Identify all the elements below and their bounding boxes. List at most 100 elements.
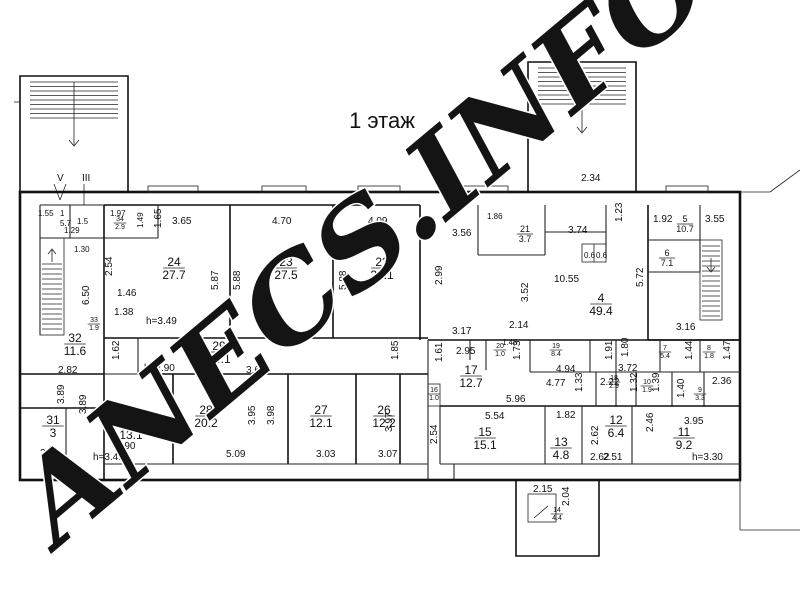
- dimension-label: 2.46: [645, 412, 656, 432]
- stair-bottom: [527, 493, 557, 523]
- dimension-label: 2.54: [429, 424, 440, 444]
- dimension-label: 5.7: [60, 219, 72, 228]
- stair-label-v: V: [57, 173, 64, 184]
- dimension-label: 3.72: [618, 363, 638, 374]
- room-number: 6: [664, 248, 669, 258]
- room-number: 7: [663, 345, 667, 352]
- dimension-label: 2.36: [712, 376, 732, 387]
- height-label: h=3.41: [93, 452, 124, 463]
- dimension-label: 0.6: [596, 251, 608, 260]
- room-number: 10: [643, 379, 651, 386]
- room-number: 15: [478, 425, 492, 439]
- room-number: 34: [116, 216, 124, 223]
- stair-block-left: [14, 75, 129, 192]
- room-area: 1.0: [495, 351, 505, 358]
- dimension-label: 2.15: [533, 484, 553, 495]
- dimension-label: 3.86: [113, 408, 124, 428]
- room-number: 14: [553, 507, 561, 514]
- room-area: 12.1: [309, 416, 333, 430]
- dimension-label: 1.40: [676, 378, 687, 398]
- room-area: 5.4: [660, 353, 670, 360]
- dimension-label: 1.33: [574, 372, 585, 392]
- room-area: 12.2: [372, 416, 396, 430]
- room-area: 1.0: [429, 395, 439, 402]
- dimension-label: 1.85: [390, 340, 401, 360]
- room-number: 20: [496, 343, 504, 350]
- room-labels: 2427.72327.52223.1213.7449.4510.767.1321…: [42, 214, 716, 522]
- room-number: 13: [554, 435, 568, 449]
- dimension-label: 3.65: [172, 216, 192, 227]
- room-number: 23: [279, 255, 293, 269]
- dimension-label: 3.07: [378, 449, 398, 460]
- room-number: 5: [682, 214, 687, 224]
- dimension-label: 4.09: [368, 216, 388, 227]
- dimension-label: 2.22: [600, 377, 620, 388]
- dimension-label: 2.51: [603, 452, 623, 463]
- room-area: 11.6: [64, 344, 87, 358]
- height-label: h=3.30: [692, 452, 723, 463]
- room-area: 1.9: [89, 325, 99, 332]
- room-number: 28: [199, 403, 213, 417]
- interior-walls: [20, 204, 740, 480]
- stair-right-vertical: [699, 239, 723, 321]
- room-area: 27.5: [274, 268, 298, 282]
- dimension-label: 1.30: [74, 245, 90, 254]
- stair-block-right: [522, 61, 637, 192]
- room-number: 21: [520, 224, 530, 234]
- room-area: 27.7: [162, 268, 186, 282]
- room-number: 8: [707, 345, 711, 352]
- room-area: 12.7: [459, 376, 483, 390]
- room-number: 30: [124, 415, 138, 429]
- room-area: 1.9: [642, 387, 652, 394]
- dimension-label: 1.44: [684, 340, 695, 360]
- dimension-label: 1.91: [604, 340, 615, 360]
- dimension-label: 3.89: [56, 384, 67, 404]
- room-area: 7.1: [661, 258, 674, 268]
- dimension-label: 4.77: [546, 378, 566, 389]
- dimension-label: 3.98: [266, 405, 277, 425]
- dimension-label: 1.86: [487, 212, 503, 221]
- room-area: 23.1: [370, 268, 394, 282]
- room-number: 22: [375, 255, 389, 269]
- dimension-label: 1.49: [136, 212, 145, 228]
- dimension-label: 1: [60, 209, 65, 218]
- floor-title: 1 этаж: [349, 108, 415, 133]
- dimension-label: 3.95: [247, 405, 258, 425]
- dimension-label: 3.16: [676, 322, 696, 333]
- height-label: h=3.49: [146, 316, 177, 327]
- dimension-label: 1.62: [111, 340, 122, 360]
- room-area: 4.8: [553, 448, 570, 462]
- room-number: 27: [314, 403, 328, 417]
- dimension-label: 3.74: [568, 225, 588, 236]
- dimension-label: 1.97: [110, 209, 126, 218]
- room-number: 16: [430, 387, 438, 394]
- room-number: 24: [167, 255, 181, 269]
- room-number: 31: [46, 413, 60, 427]
- dimension-label: 1.32: [629, 372, 640, 392]
- dimension-label: 5.87: [210, 270, 221, 290]
- dimension-label: 6.50: [81, 285, 92, 305]
- room-area: 4.4: [552, 515, 562, 522]
- dimension-label: 3.55: [705, 214, 725, 225]
- stair-left-vertical: [39, 237, 65, 336]
- dimension-label: 3.97: [384, 412, 395, 432]
- dimension-label: 2.62: [590, 425, 601, 445]
- dimension-label: 1.5: [77, 217, 89, 226]
- dimension-label: 10.55: [554, 274, 579, 285]
- room-area: 2.9: [115, 224, 125, 231]
- room-area: 15.1: [473, 438, 497, 452]
- room-area: 3: [50, 426, 57, 440]
- room-number: 33: [90, 317, 98, 324]
- dimension-label: 2.04: [561, 486, 572, 506]
- dimension-label: 1.73: [512, 340, 523, 360]
- room-area: 3.3: [695, 395, 705, 402]
- dimension-label: 3.52: [520, 282, 531, 302]
- dimension-label: 1.38: [114, 307, 134, 318]
- room-area: 24.1: [207, 352, 231, 366]
- dimension-label: 1.80: [620, 337, 631, 357]
- dimension-label: 3.03: [316, 449, 336, 460]
- windows-top: [147, 185, 709, 193]
- dimension-label: 2.34: [581, 173, 601, 184]
- room-number: 26: [377, 403, 391, 417]
